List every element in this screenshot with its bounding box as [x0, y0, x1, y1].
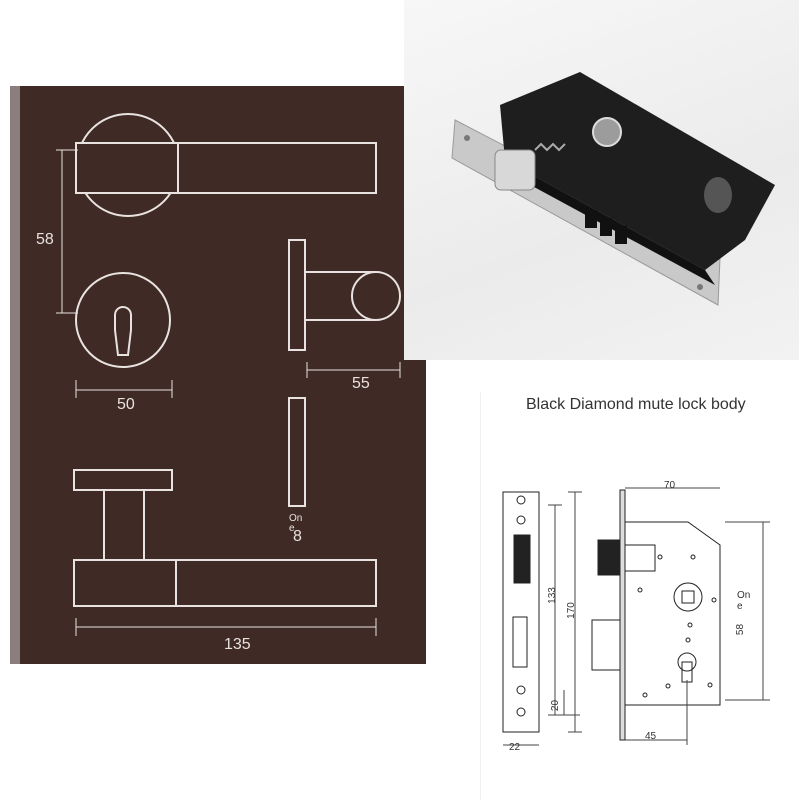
spring [534, 142, 566, 152]
side-escutcheon-outline [288, 397, 306, 507]
tech-dim-58: 58 [735, 623, 747, 636]
side-cylinder-hole [677, 652, 697, 672]
latch-bolt [494, 149, 536, 191]
tech-dim-20: 20 [550, 699, 562, 712]
side-spindle-square [681, 590, 695, 604]
top-lever-outline [73, 559, 377, 607]
side-lock-case [624, 521, 721, 706]
latch-slot-2 [600, 218, 612, 236]
tech-dim-70: 70 [664, 480, 676, 491]
latch-slot-3 [615, 226, 627, 244]
dim-58-label: 58 [36, 231, 54, 248]
latch-slot-1 [585, 210, 597, 228]
lock-body-caption: Black Diamond mute lock body [526, 396, 746, 413]
tech-dim-170: 170 [565, 602, 577, 619]
front-screw-1 [516, 495, 526, 505]
side-lever-end [351, 271, 401, 321]
dim-8-label: 8 [293, 528, 302, 545]
keyhole-shape [114, 306, 132, 356]
front-faceplate [502, 491, 540, 733]
dim-50-label: 50 [117, 396, 135, 413]
side-deadbolt [591, 619, 621, 671]
lever-handle-outline [75, 142, 377, 194]
front-screw-3 [516, 685, 526, 695]
screw-hole-top [464, 135, 470, 141]
front-screw-4 [516, 707, 526, 717]
tech-dim-22: 22 [509, 742, 521, 753]
one-label: One [289, 513, 303, 534]
front-screw-2 [516, 515, 526, 525]
side-latch-housing [624, 544, 656, 572]
side-spindle-hub [673, 582, 703, 612]
lock-case [500, 72, 775, 270]
spindle-hub [592, 117, 622, 147]
dim-135-label: 135 [224, 636, 251, 653]
front-deadbolt [512, 616, 528, 668]
panel-edge [10, 86, 20, 664]
cylinder-hole [704, 177, 732, 213]
tech-dim-133: 133 [546, 587, 558, 604]
tech-dim-45: 45 [645, 731, 657, 742]
side-faceplate [619, 489, 626, 741]
dim-55-label: 55 [352, 375, 370, 392]
front-latch [513, 534, 531, 584]
side-latch [597, 539, 621, 576]
screw-hole-bottom [697, 284, 703, 290]
tech-one-label: One [737, 590, 751, 612]
escutcheon-outline [75, 272, 171, 368]
